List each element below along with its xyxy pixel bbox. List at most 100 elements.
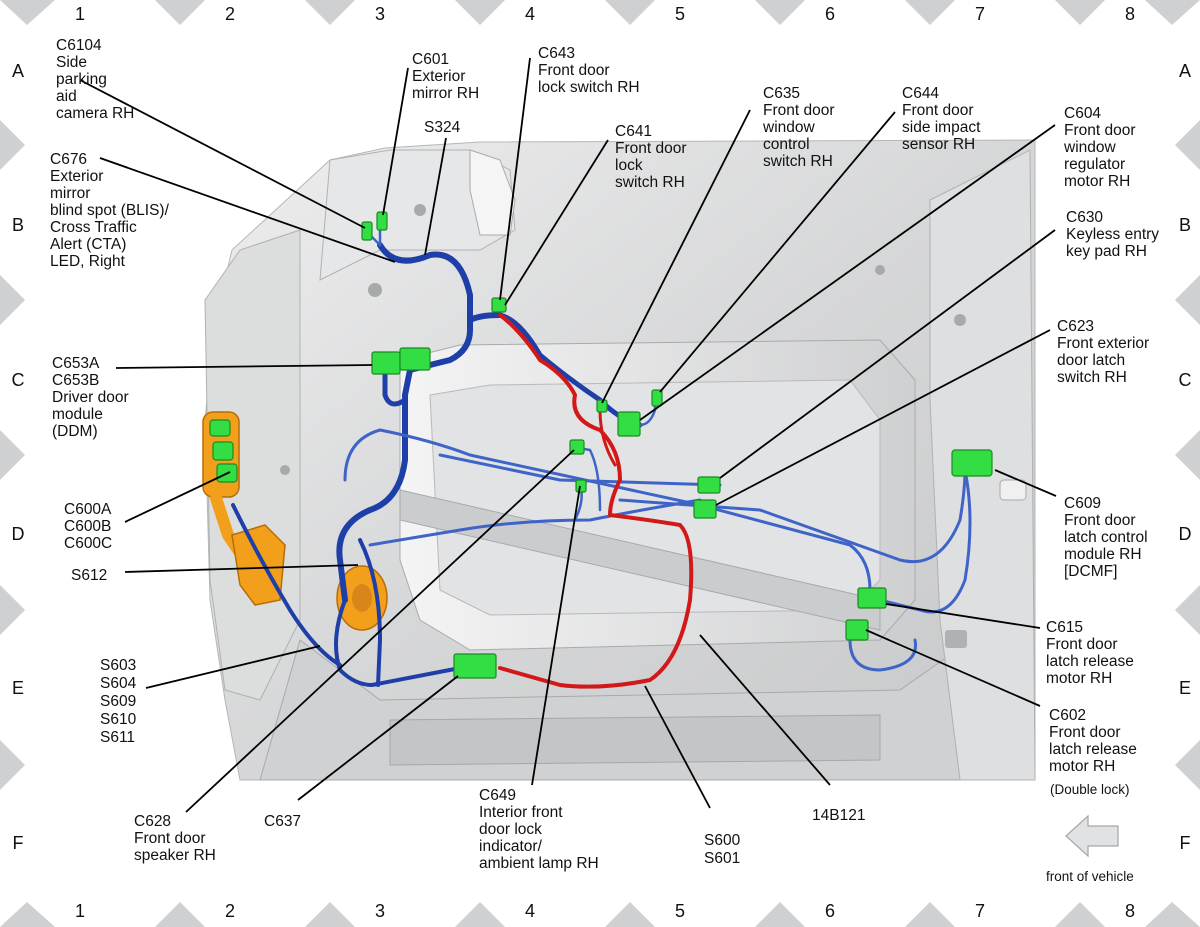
connector-c600-b [212, 441, 234, 461]
label-line: Front door [763, 102, 835, 119]
connector-c6104 [361, 221, 373, 241]
connector-c644 [617, 411, 641, 437]
label-line: C630 [1066, 209, 1103, 226]
label-line: LED, Right [50, 253, 126, 270]
label-line: sensor RH [902, 136, 975, 153]
label-line: Exterior [412, 68, 465, 85]
label-line: Cross Traffic [50, 219, 137, 236]
label-line: C609 [1064, 495, 1101, 512]
grid-column-labels-bottom: 1 2 3 4 5 6 7 8 [75, 901, 1135, 921]
connector-c653a [371, 351, 401, 375]
label-line: C600C [64, 535, 112, 552]
label-c637: C637 [264, 813, 301, 830]
grid-col-label: 6 [825, 4, 835, 24]
label-line: module RH [1064, 546, 1142, 563]
label-line: key pad RH [1066, 243, 1147, 260]
label-line: indicator/ [479, 838, 543, 855]
label-line: door lock [479, 821, 542, 838]
label-line: C676 [50, 151, 87, 168]
label-c623: C623 Front exterior door latch switch RH [1057, 318, 1149, 386]
label-line: C635 [763, 85, 800, 102]
label-c604: C604 Front door window regulator motor R… [1063, 105, 1136, 190]
label-c630: C630 Keyless entry key pad RH [1066, 209, 1159, 260]
label-c676: C676 Exterior mirror blind spot (BLIS)/ … [50, 151, 170, 270]
grid-row-label: E [12, 678, 24, 698]
connector-c623 [693, 499, 717, 519]
connector-c601 [376, 211, 388, 231]
label-c615: C615 Front door latch release motor RH [1046, 619, 1134, 687]
label-note: (Double lock) [1050, 782, 1130, 797]
grid-col-label: 7 [975, 901, 985, 921]
label-line: [DCMF] [1064, 563, 1117, 580]
label-line: S604 [100, 675, 137, 692]
label-line: switch RH [615, 174, 685, 191]
label-line: Driver door [52, 389, 129, 406]
grid-row-label: A [1179, 61, 1191, 81]
label-c628: C628 Front door speaker RH [134, 813, 216, 864]
connector-c649 [575, 479, 587, 493]
label-line: lock switch RH [538, 79, 640, 96]
label-line: motor RH [1046, 670, 1112, 687]
label-line: latch release [1049, 741, 1137, 758]
grid-row-label: F [13, 833, 24, 853]
label-line: motor RH [1064, 173, 1130, 190]
label-line: C604 [1064, 105, 1101, 122]
label-line: module [52, 406, 103, 423]
connector-c643 [491, 297, 507, 313]
label-line: switch RH [1057, 369, 1127, 386]
grid-row-label: D [1179, 524, 1192, 544]
label-harness-14b121: 14B121 [812, 807, 865, 824]
connector-c602 [845, 619, 869, 641]
grid-row-label: E [1179, 678, 1191, 698]
label-line: regulator [1064, 156, 1125, 173]
grid-row-labels-right: A B C D E F [1179, 61, 1192, 853]
label-line: S603 [100, 657, 136, 674]
label-line: S600 [704, 832, 741, 849]
connector-c600-a [209, 419, 231, 437]
grid-col-label: 6 [825, 901, 835, 921]
connector-c637 [453, 653, 497, 679]
label-line: Interior front [479, 804, 563, 821]
label-line: C649 [479, 787, 516, 804]
grid-row-label: D [12, 524, 25, 544]
red-harness [498, 313, 694, 689]
label-line: window [1063, 139, 1116, 156]
connector-c609 [951, 449, 993, 477]
label-s600: S600 S601 [704, 832, 741, 867]
label-line: speaker RH [134, 847, 216, 864]
label-line: C628 [134, 813, 171, 830]
label-line: S612 [71, 567, 107, 584]
label-line: Front door [1064, 512, 1136, 529]
connector-c653b [399, 347, 431, 371]
left-arrow-icon [1065, 814, 1119, 858]
label-line: switch RH [763, 153, 833, 170]
label-c649: C649 Interior front door lock indicator/… [479, 787, 599, 872]
label-line: Exterior [50, 168, 103, 185]
label-c641: C641 Front door lock switch RH [615, 123, 687, 191]
label-line: (DDM) [52, 423, 98, 440]
label-s324: S324 [424, 119, 461, 136]
front-of-vehicle-label: front of vehicle [1046, 869, 1134, 884]
label-line: C637 [264, 813, 301, 830]
label-line: S324 [424, 119, 461, 136]
grid-row-label: B [12, 215, 24, 235]
label-c600: C600A C600B C600C [64, 501, 112, 552]
grid-row-label: A [12, 61, 24, 81]
grid-col-label: 1 [75, 901, 85, 921]
label-line: 14B121 [812, 807, 865, 824]
grid-row-label: C [12, 370, 25, 390]
label-line: S610 [100, 711, 137, 728]
label-line: C623 [1057, 318, 1094, 335]
label-line: Front door [538, 62, 610, 79]
label-line: mirror RH [412, 85, 479, 102]
front-of-vehicle-indicator: front of vehicle [1046, 814, 1134, 884]
label-line: latch release [1046, 653, 1134, 670]
label-c602: C602 Front door latch release motor RH (… [1049, 707, 1137, 797]
connector-c641 [596, 399, 608, 413]
label-line: C644 [902, 85, 939, 102]
grid-col-label: 8 [1125, 901, 1135, 921]
grid-col-label: 4 [525, 4, 535, 24]
label-line: C600B [64, 518, 111, 535]
